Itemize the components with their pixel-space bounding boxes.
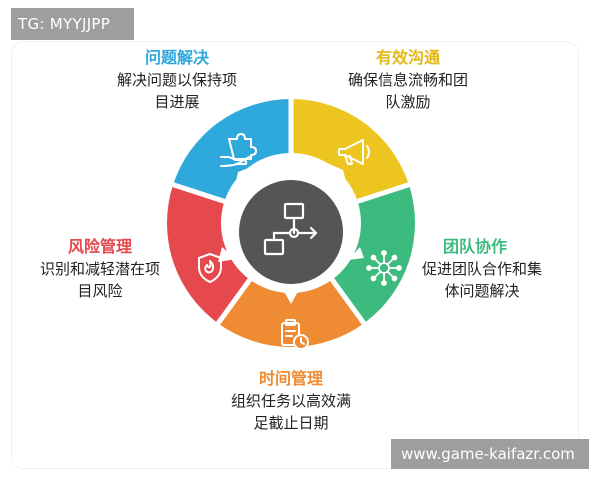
time-management-desc-line1: 组织任务以高效满 xyxy=(230,392,351,410)
clipboard-clock-icon xyxy=(281,319,309,350)
watermark-url: www.game-kaifazr.com xyxy=(391,439,589,469)
teamwork-desc-line1: 促进团队合作和集 xyxy=(421,260,542,278)
tg-tag: TG: MYYJJPP xyxy=(11,8,134,40)
label-problem-solving: 问题解决 解决问题以保持项 目进展 xyxy=(94,47,260,113)
problem-solving-desc-line1: 解决问题以保持项 xyxy=(116,71,237,89)
segment-time-management xyxy=(218,279,364,348)
network-icon xyxy=(366,250,402,286)
risk-management-desc-line2: 目风险 xyxy=(77,282,123,300)
shield-icon xyxy=(198,253,222,283)
segment-teamwork xyxy=(332,184,416,324)
teamwork-title: 团队协作 xyxy=(443,237,508,256)
time-management-title: 时间管理 xyxy=(258,369,323,388)
ring-notches xyxy=(218,162,364,304)
label-time-management: 时间管理 组织任务以高效满 足截止日期 xyxy=(208,368,374,434)
problem-solving-desc-line2: 目进展 xyxy=(154,93,200,111)
segment-communication xyxy=(291,99,409,202)
segment-separators xyxy=(169,96,413,328)
hand-puzzle-icon xyxy=(220,133,257,167)
label-teamwork: 团队协作 促进团队合作和集 体问题解决 xyxy=(403,236,561,302)
label-risk-management: 风险管理 识别和减轻潜在项 目风险 xyxy=(20,236,180,302)
label-communication: 有效沟通 确保信息流畅和团 队激励 xyxy=(325,47,491,113)
megaphone-icon xyxy=(338,139,370,165)
risk-management-desc-line1: 识别和减轻潜在项 xyxy=(39,260,160,278)
risk-management-title: 风险管理 xyxy=(67,237,132,256)
time-management-desc-line2: 足截止日期 xyxy=(253,414,329,432)
problem-solving-title: 问题解决 xyxy=(144,48,209,67)
communication-desc-line1: 确保信息流畅和团 xyxy=(347,71,468,89)
communication-title: 有效沟通 xyxy=(375,48,440,67)
teamwork-desc-line2: 体问题解决 xyxy=(444,282,520,300)
flowchart-icon xyxy=(263,202,318,256)
communication-desc-line2: 队激励 xyxy=(385,93,431,111)
